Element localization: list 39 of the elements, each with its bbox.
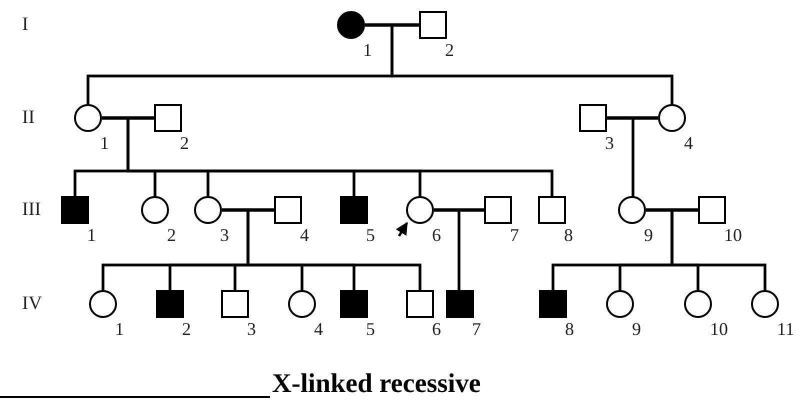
individual-number: 10 bbox=[724, 226, 742, 244]
individual-number: 1 bbox=[100, 134, 109, 152]
individual-number: 6 bbox=[432, 226, 441, 244]
individual-number: 4 bbox=[300, 226, 309, 244]
individual-number: 7 bbox=[510, 226, 519, 244]
individual-number: 2 bbox=[182, 320, 191, 338]
individual-number: 2 bbox=[180, 134, 189, 152]
individual-number: 3 bbox=[605, 134, 614, 152]
individual-number: 2 bbox=[445, 41, 454, 59]
individual-number: 1 bbox=[87, 226, 96, 244]
caption: X-linked recessive bbox=[272, 368, 481, 398]
individual-number: 8 bbox=[565, 320, 574, 338]
individual-number: 6 bbox=[432, 320, 441, 338]
generation-label: IV bbox=[22, 294, 42, 314]
generation-label: II bbox=[22, 108, 35, 128]
mating-line bbox=[365, 23, 419, 27]
mating-line bbox=[607, 116, 658, 120]
individual-number: 5 bbox=[366, 226, 375, 244]
individual-number: 4 bbox=[314, 320, 323, 338]
individual-number: 8 bbox=[564, 226, 573, 244]
individual-number: 3 bbox=[220, 226, 229, 244]
mating-line bbox=[222, 208, 274, 212]
individual-number: 1 bbox=[115, 320, 124, 338]
individual-number: 11 bbox=[777, 320, 794, 338]
mating-line bbox=[434, 208, 484, 212]
individual-number: 10 bbox=[710, 320, 728, 338]
mating-line bbox=[646, 208, 698, 212]
individual-number: 5 bbox=[366, 320, 375, 338]
individual-number: 7 bbox=[472, 320, 481, 338]
individual-number: 3 bbox=[247, 320, 256, 338]
individual-number: 4 bbox=[684, 134, 693, 152]
mating-line bbox=[102, 116, 154, 120]
individual-number: 2 bbox=[167, 226, 176, 244]
individual-number: 9 bbox=[632, 320, 641, 338]
proband-arrow bbox=[396, 222, 408, 237]
generation-label: I bbox=[22, 15, 28, 35]
individual-number: 1 bbox=[363, 41, 372, 59]
generation-label: III bbox=[22, 200, 41, 220]
individual-number: 9 bbox=[644, 226, 653, 244]
